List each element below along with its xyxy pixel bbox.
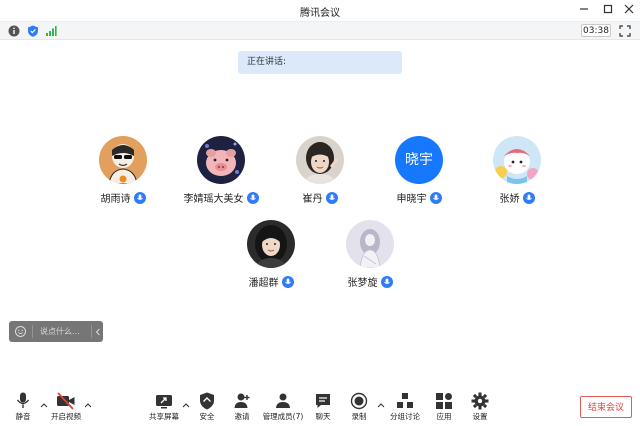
participant-name: 申晓宇	[396, 194, 427, 205]
end-meeting-button[interactable]: 结束会议	[580, 396, 632, 418]
chat-placeholder: 说点什么...	[40, 327, 80, 336]
apps-label: 应用	[436, 412, 452, 421]
breakout-rooms-label: 分组讨论	[390, 412, 420, 421]
speaking-indicator: 正在讲话:	[238, 51, 402, 74]
invite-label: 邀请	[234, 412, 250, 421]
chat-icon	[316, 394, 330, 408]
chevron-left-icon[interactable]	[95, 328, 101, 336]
share-screen-icon	[156, 395, 172, 409]
info-icon[interactable]	[8, 25, 20, 37]
participant-name-row: 崔丹	[265, 190, 375, 205]
security-label: 安全	[199, 412, 215, 421]
participant-name: 胡雨诗	[100, 194, 131, 205]
participant-name-row: 张梦旋	[315, 274, 425, 289]
mic-icon	[429, 191, 442, 204]
apps-icon	[436, 393, 452, 409]
signal-icon[interactable]	[45, 25, 57, 37]
chat-button[interactable]: 聊天	[305, 388, 341, 424]
divider	[91, 325, 92, 338]
participant-tile[interactable]: 李婧瑶大美女	[166, 136, 276, 216]
breakout-rooms-icon	[397, 393, 413, 408]
minimize-icon[interactable]	[575, 2, 593, 20]
bottom-toolbar: 静音 开启视频 共享屏幕 安全 邀请	[0, 388, 640, 426]
mic-icon	[281, 275, 294, 288]
participant-name: 潘超群	[248, 278, 279, 289]
record-button[interactable]: 录制	[341, 388, 377, 424]
share-screen-label: 共享屏幕	[149, 412, 179, 421]
emoji-icon[interactable]	[15, 326, 26, 337]
meeting-timer: 03:38	[581, 24, 611, 37]
mute-button[interactable]: 静音	[5, 388, 41, 424]
settings-label: 设置	[472, 412, 488, 421]
shield-icon[interactable]	[27, 25, 39, 37]
status-bar: 03:38	[0, 22, 640, 40]
chevron-up-icon[interactable]	[84, 402, 92, 408]
breakout-rooms-button[interactable]: 分组讨论	[387, 388, 423, 424]
mic-icon	[246, 191, 259, 204]
avatar	[247, 220, 295, 268]
participant-tile[interactable]: 张娇	[462, 136, 572, 216]
maximize-icon[interactable]	[599, 2, 617, 20]
members-icon	[276, 393, 290, 408]
mute-label: 静音	[15, 412, 31, 421]
apps-button[interactable]: 应用	[426, 388, 462, 424]
share-screen-button[interactable]: 共享屏幕	[146, 388, 182, 424]
microphone-icon	[16, 392, 30, 408]
start-video-button[interactable]: 开启视频	[48, 388, 84, 424]
chevron-up-icon[interactable]	[40, 402, 48, 408]
mic-icon	[522, 191, 535, 204]
participant-name: 张梦旋	[347, 278, 378, 289]
manage-members-label: 管理成员(7)	[262, 412, 304, 421]
settings-button[interactable]: 设置	[462, 388, 498, 424]
video-off-icon	[57, 392, 75, 410]
add-user-icon	[234, 393, 250, 408]
chat-label: 聊天	[315, 412, 331, 421]
participant-tile[interactable]: 崔丹	[265, 136, 375, 216]
participant-name-row: 张娇	[462, 190, 572, 205]
avatar: 晓宇	[395, 136, 443, 184]
participant-tile[interactable]: 胡雨诗	[68, 136, 178, 216]
avatar	[197, 136, 245, 184]
chevron-up-icon[interactable]	[182, 402, 190, 408]
participant-name-row: 申晓宇	[364, 190, 474, 205]
record-label: 录制	[351, 412, 367, 421]
manage-members-button[interactable]: 管理成员(7)	[263, 388, 303, 424]
close-icon[interactable]	[620, 2, 638, 20]
participant-name: 李婧瑶大美女	[183, 194, 244, 205]
divider	[32, 325, 33, 338]
gear-icon	[471, 392, 489, 410]
participant-name: 崔丹	[302, 194, 323, 205]
invite-button[interactable]: 邀请	[224, 388, 260, 424]
title-bar: 腾讯会议	[0, 0, 640, 22]
fullscreen-icon[interactable]	[619, 25, 631, 37]
participant-name-row: 潘超群	[216, 274, 326, 289]
security-button[interactable]: 安全	[189, 388, 225, 424]
participant-tile[interactable]: 张梦旋	[315, 220, 425, 300]
window-title: 腾讯会议	[300, 8, 340, 19]
shield-icon	[200, 392, 214, 410]
participant-tile[interactable]: 潘超群	[216, 220, 326, 300]
avatar	[493, 136, 541, 184]
avatar	[296, 136, 344, 184]
mic-icon	[380, 275, 393, 288]
avatar	[346, 220, 394, 268]
mic-icon	[133, 191, 146, 204]
chevron-up-icon[interactable]	[377, 402, 385, 408]
participant-name-row: 胡雨诗	[68, 190, 178, 205]
participant-name-row: 李婧瑶大美女	[166, 190, 276, 205]
chat-quick-input[interactable]: 说点什么...	[9, 321, 103, 342]
record-icon	[350, 392, 368, 410]
start-video-label: 开启视频	[51, 412, 81, 421]
participant-name: 张娇	[499, 194, 520, 205]
mic-icon	[325, 191, 338, 204]
participant-tile[interactable]: 晓宇 申晓宇	[364, 136, 474, 216]
avatar	[99, 136, 147, 184]
